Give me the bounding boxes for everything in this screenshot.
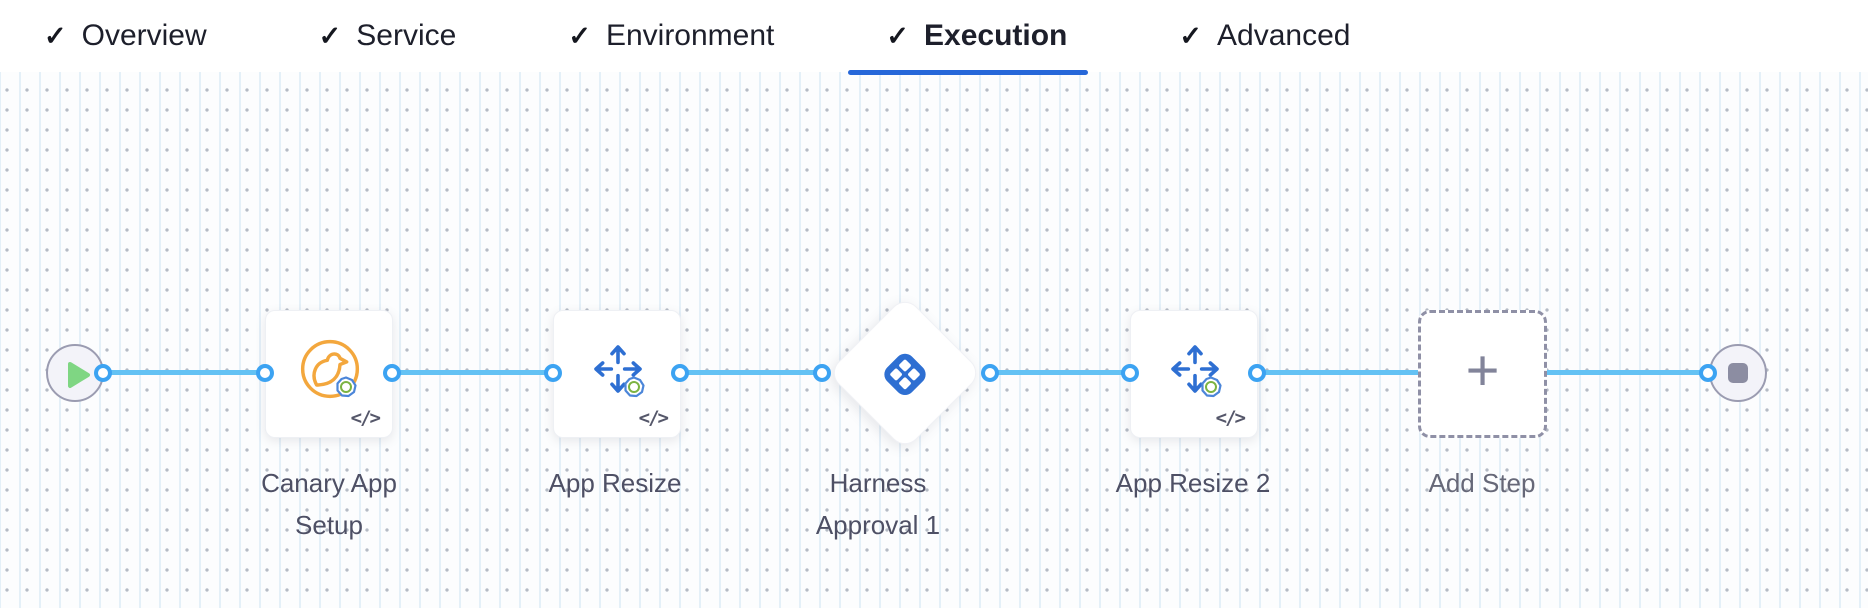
step-harness-approval[interactable] [827, 295, 983, 451]
port-canary-in[interactable] [256, 364, 274, 382]
active-tab-indicator [848, 70, 1088, 75]
edge-resize-approval [678, 370, 826, 375]
tab-label: Advanced [1217, 19, 1351, 52]
canary-icon [300, 339, 360, 399]
code-icon: </> [638, 407, 669, 429]
gear-icon [1201, 376, 1222, 398]
code-icon: </> [1215, 407, 1246, 429]
tab-advanced[interactable]: ✓ Advanced [1179, 19, 1350, 53]
port-resize2-in[interactable] [1121, 364, 1139, 382]
harness-logo-icon [884, 353, 926, 396]
tab-label: Service [356, 19, 457, 52]
check-icon: ✓ [568, 20, 591, 51]
check-icon: ✓ [886, 20, 909, 51]
port-resize2-out[interactable] [1248, 364, 1266, 382]
end-node[interactable] [1709, 344, 1767, 402]
port-approval-out[interactable] [981, 364, 999, 382]
edge-approval-resize2 [988, 370, 1132, 375]
add-step-button[interactable]: + [1418, 310, 1547, 438]
tab-overview[interactable]: ✓ Overview [44, 19, 207, 53]
port-start-out[interactable] [94, 364, 112, 382]
step-app-resize-2[interactable]: </> [1130, 310, 1258, 438]
stage-tabbar: ✓ Overview ✓ Service ✓ Environment ✓ Exe… [0, 0, 1868, 72]
tab-execution[interactable]: ✓ Execution [886, 19, 1067, 53]
step-label-canary: Canary App Setup [261, 468, 397, 540]
step-label-resize: App Resize [548, 468, 682, 498]
edge-start-canary [100, 370, 268, 375]
port-end-in[interactable] [1699, 364, 1717, 382]
port-approval-in[interactable] [813, 364, 831, 382]
step-label-resize2: App Resize 2 [1115, 468, 1271, 498]
gear-icon [336, 376, 357, 398]
tab-label: Environment [605, 19, 775, 52]
step-label-add-step: Add Step [1428, 468, 1536, 498]
code-icon: </> [350, 407, 381, 429]
pipeline-canvas[interactable]: </> </> [0, 72, 1868, 608]
start-node[interactable] [46, 344, 104, 402]
port-resize-in[interactable] [544, 364, 562, 382]
tab-label: Overview [81, 19, 207, 52]
play-icon [68, 362, 90, 388]
plus-icon: + [1465, 338, 1500, 403]
step-canary-app-setup[interactable]: </> [265, 310, 393, 438]
tab-label: Execution [924, 19, 1068, 52]
step-app-resize[interactable]: </> [553, 310, 681, 438]
resize-arrows-icon [1171, 345, 1219, 393]
tab-service[interactable]: ✓ Service [319, 19, 457, 53]
check-icon: ✓ [1179, 20, 1202, 51]
gear-icon [624, 376, 645, 398]
stop-icon [1728, 363, 1748, 383]
check-icon: ✓ [318, 20, 342, 51]
step-label-approval: Harness Approval 1 [815, 468, 941, 540]
port-resize-out[interactable] [671, 364, 689, 382]
port-canary-out[interactable] [383, 364, 401, 382]
resize-arrows-icon [594, 345, 642, 393]
edge-canary-resize [390, 370, 556, 375]
tab-environment[interactable]: ✓ Environment [568, 19, 774, 53]
check-icon: ✓ [44, 20, 67, 51]
